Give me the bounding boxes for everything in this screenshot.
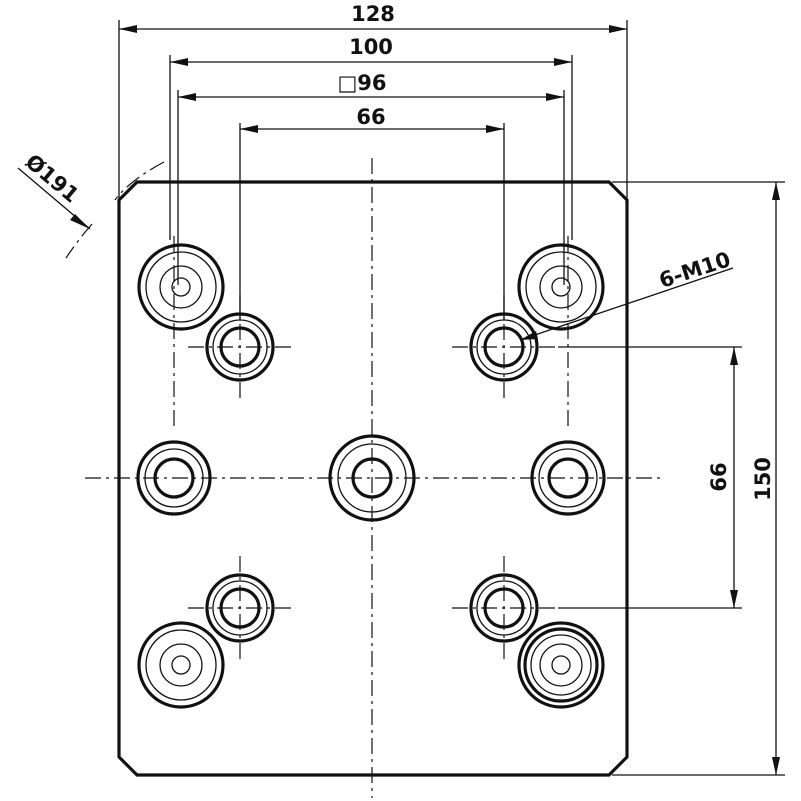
- large-hole-bottom-left: [137, 621, 225, 709]
- large-hole-top-left: [137, 243, 225, 331]
- dimension-diameter-191: [17, 161, 165, 259]
- middle-hole-left: [136, 440, 212, 516]
- label-66-horizontal: 66: [356, 105, 385, 129]
- dimension-width-128: [119, 25, 627, 33]
- dimension-square-96: [178, 93, 564, 101]
- threaded-hole-bottom-left: [205, 573, 275, 643]
- dimension-width-66: [240, 125, 504, 133]
- dimension-height-150: [772, 182, 780, 775]
- dimension-height-66: [730, 347, 738, 608]
- extension-lines: [118, 20, 785, 776]
- label-150: 150: [751, 457, 775, 501]
- dimension-width-100: [170, 58, 572, 66]
- label-66-vertical: 66: [707, 462, 731, 491]
- threaded-hole-bottom-right: [469, 573, 539, 643]
- middle-hole-right: [530, 440, 606, 516]
- label-6-m10: 6-M10: [656, 247, 733, 293]
- center-hole: [328, 434, 416, 522]
- callout-6-m10-leader: [519, 267, 734, 341]
- label-100: 100: [349, 35, 393, 59]
- large-hole-top-right: [517, 243, 605, 331]
- large-hole-bottom-right: [517, 621, 605, 709]
- label-square-96: □96: [337, 71, 386, 95]
- label-128: 128: [351, 2, 395, 26]
- plate-outline: [117, 180, 629, 777]
- center-lines: [85, 158, 660, 798]
